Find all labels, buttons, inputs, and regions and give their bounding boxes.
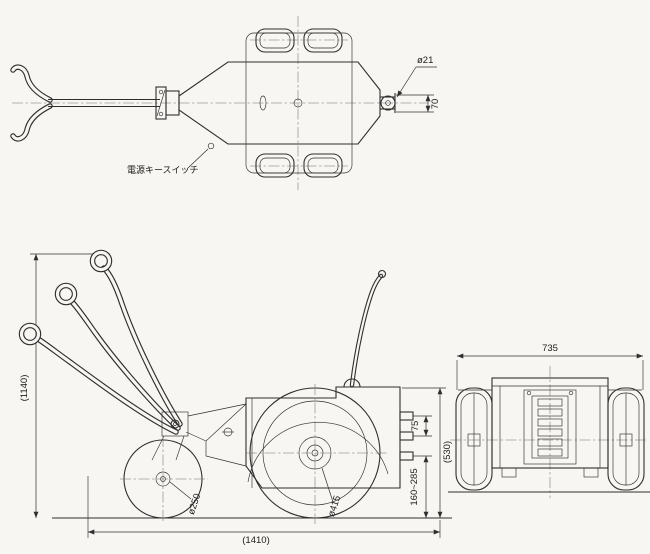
drive-wheel [246, 384, 388, 524]
dim-tip-width-label: 70 [430, 99, 441, 110]
dim-front-wheel-diameter-label: ø250 [186, 492, 203, 516]
dim-front-wheel-diameter: ø250 [169, 481, 203, 516]
dim-tip-diameter-label: ø21 [417, 55, 433, 66]
deck-slot [259, 95, 267, 111]
dim-fork-height-range-label: 160~285 [409, 468, 420, 505]
rear-view: 735 [448, 343, 650, 498]
power-key-switch-marker [207, 142, 215, 150]
rear-wheel-left [455, 387, 493, 491]
wheel-guard-frame [245, 32, 353, 174]
tow-handle [10, 64, 53, 142]
dim-tip-diameter: ø21 [396, 55, 437, 98]
control-lever [343, 269, 387, 388]
steering-handle-positions [18, 249, 183, 435]
body-outline-top [178, 61, 381, 145]
dim-overall-height: (1140) [19, 253, 110, 518]
battery-stack [537, 398, 563, 457]
rear-wheel-right [607, 387, 645, 491]
dim-drive-wheel-diameter-label: ø415 [326, 494, 343, 518]
front-wheel [120, 436, 208, 522]
side-view: (1140) [18, 249, 453, 546]
dim-overall-length-label: (1410) [242, 535, 269, 546]
dim-overall-width-label: 735 [542, 343, 558, 354]
wheels-plan [250, 28, 348, 178]
rear-pin-tip [380, 93, 396, 113]
dim-fork-pitch: 75 [410, 415, 432, 437]
dim-overall-length: (1410) [87, 476, 441, 546]
dim-drive-wheel-diameter: ø415 [321, 467, 343, 518]
power-key-switch-callout: 電源キースイッチ [127, 142, 215, 175]
dim-fork-height-range: 160~285 [409, 455, 432, 518]
dim-fork-pitch-label: 75 [410, 421, 421, 432]
dim-deck-height-label: (530) [442, 441, 453, 463]
dim-tip-width: 70 [396, 94, 441, 113]
rear-fork-pins [399, 411, 414, 461]
top-view: ø21 70 電源キースイッチ [10, 16, 441, 190]
dim-overall-height-label: (1140) [19, 375, 30, 402]
center-hub [293, 98, 303, 108]
power-key-switch-label: 電源キースイッチ [127, 165, 199, 175]
drawbar-shaft [48, 98, 160, 108]
dim-deck-height: (530) [402, 387, 453, 518]
hitch-bracket [155, 86, 180, 120]
dim-overall-width: 735 [456, 343, 644, 390]
